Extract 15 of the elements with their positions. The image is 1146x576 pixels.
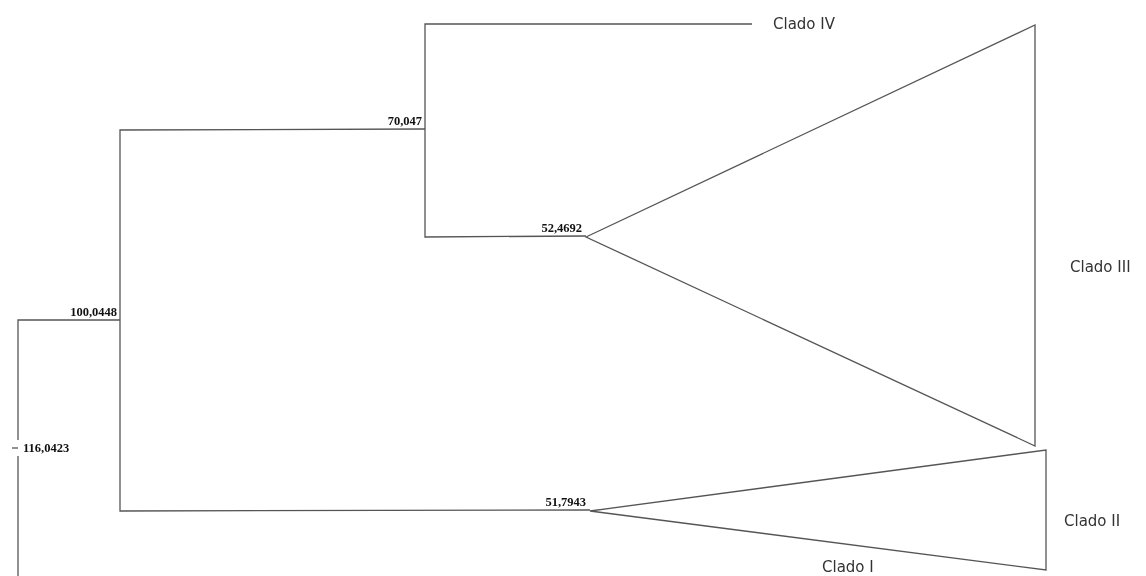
tree-branch <box>119 319 591 512</box>
node-height-label: 70,047 <box>363 113 425 129</box>
root-height-label: 116,0423 <box>18 440 90 456</box>
tree-branch <box>424 128 587 238</box>
node-height-label: 52,4692 <box>518 220 586 236</box>
node-height-label: 100,0448 <box>58 304 120 320</box>
tree-branch <box>119 128 426 321</box>
node-height-label: 51,7943 <box>522 494 590 510</box>
clade-label: Clado IV <box>752 14 864 34</box>
clade-label: Clado III <box>1070 258 1131 276</box>
clade-label: Clado I <box>822 558 874 576</box>
tree-branch <box>17 319 121 441</box>
clade-label: Clado II <box>1064 512 1121 530</box>
collapsed-clade-triangle <box>590 450 1046 570</box>
tree-branch <box>424 23 753 130</box>
